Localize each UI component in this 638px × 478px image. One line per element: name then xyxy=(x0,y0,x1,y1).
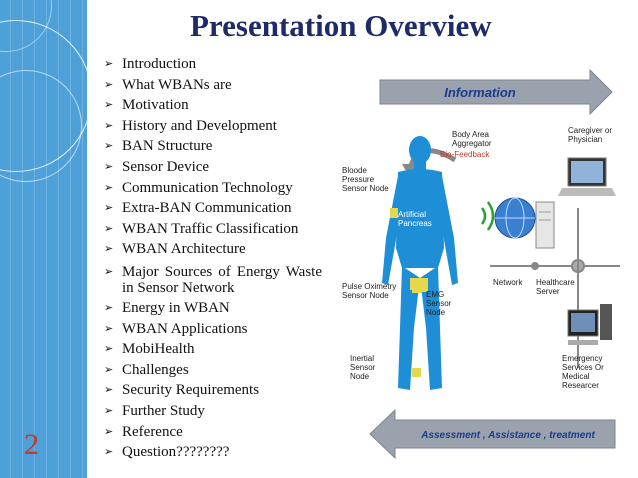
agenda-item: ➢ Challenges xyxy=(104,360,322,381)
arrow-bullet-icon: ➢ xyxy=(104,243,114,256)
arrow-bullet-icon: ➢ xyxy=(104,78,114,91)
wban-figure: Information Assessment , Assistance , tr… xyxy=(340,68,630,473)
wban-diagram: Information Assessment , Assistance , tr… xyxy=(369,68,620,460)
arrow-bullet-icon: ➢ xyxy=(104,363,114,376)
agenda-item-label: Challenges xyxy=(122,361,189,378)
network-globe-icon xyxy=(494,197,536,239)
arrow-bullet-icon: ➢ xyxy=(104,343,114,356)
agenda-item-label: Motivation xyxy=(122,97,189,114)
arrow-bullet-icon: ➢ xyxy=(104,181,114,194)
agenda-item: ➢ WBAN Applications xyxy=(104,319,322,340)
arrow-bullet-icon: ➢ xyxy=(104,404,114,417)
wireless-signal-icon xyxy=(480,201,495,231)
arrow-bullet-icon: ➢ xyxy=(104,99,114,112)
agenda-item-label: WBAN Architecture xyxy=(122,241,246,258)
label-pulse-oximetry: Pulse Oximetry Sensor Node xyxy=(342,282,397,300)
decorative-sidebar xyxy=(0,0,87,478)
arrow-bullet-icon: ➢ xyxy=(104,58,114,70)
agenda-item: ➢ Motivation xyxy=(104,95,322,116)
label-emergency: Emergency Services Or Medical Researcer xyxy=(562,354,604,390)
label-blood-pressure: Bloode Pressure Sensor Node xyxy=(342,166,389,193)
label-inertial: Inertial Sensor Node xyxy=(350,354,376,381)
agenda-item: ➢ Extra-BAN Communication xyxy=(104,198,322,219)
agenda-item-label: Introduction xyxy=(122,56,197,72)
agenda-item: ➢ WBAN Traffic Classification xyxy=(104,219,322,240)
human-body xyxy=(382,136,458,390)
agenda-item: ➢ MobiHealth xyxy=(104,339,322,360)
label-network: Network xyxy=(493,278,523,287)
agenda-item-label: History and Development xyxy=(122,117,277,134)
page-number: 2 xyxy=(24,428,39,461)
agenda-item-label: WBAN Traffic Classification xyxy=(122,220,299,237)
agenda-item: ➢ Further Study xyxy=(104,401,322,422)
agenda-item-label: Communication Technology xyxy=(122,179,293,196)
agenda-item: ➢ Reference xyxy=(104,422,322,443)
arrow-bullet-icon: ➢ xyxy=(104,265,114,278)
agenda-item-label: Major Sources of Energy Waste in Sensor … xyxy=(122,263,322,296)
agenda-item: ➢ Major Sources of Energy Waste in Sensor… xyxy=(104,264,322,296)
assessment-arrow-label: Assessment , Assistance , treatment xyxy=(420,430,595,441)
arrow-bullet-icon: ➢ xyxy=(104,160,114,173)
agenda-item: ➢ WBAN Architecture xyxy=(104,239,322,260)
information-arrow: Information xyxy=(379,68,613,116)
agenda-list: ➢Introduction➢What WBANs are➢Motivation➢… xyxy=(104,54,322,463)
arrow-bullet-icon: ➢ xyxy=(104,119,114,132)
label-emg: EMG Sensor Node xyxy=(426,290,452,317)
agenda-item-label: Security Requirements xyxy=(122,382,260,399)
agenda-item-label: Extra-BAN Communication xyxy=(122,200,292,217)
arrow-bullet-icon: ➢ xyxy=(104,446,114,459)
arrow-bullet-icon: ➢ xyxy=(104,301,114,314)
agenda-item-label: Reference xyxy=(122,423,183,440)
arrow-bullet-icon: ➢ xyxy=(104,222,114,235)
arrow-bullet-icon: ➢ xyxy=(104,202,114,215)
desktop-computer-icon xyxy=(567,304,612,345)
agenda-item: ➢ History and Development xyxy=(104,116,322,137)
agenda-item-label: Further Study xyxy=(122,402,205,419)
arrow-bullet-icon: ➢ xyxy=(104,140,114,153)
assessment-arrow: Assessment , Assistance , treatment xyxy=(369,408,616,460)
arrow-bullet-icon: ➢ xyxy=(104,322,114,335)
agenda-item-label: WBAN Applications xyxy=(122,320,248,337)
agenda-item: ➢ Sensor Device xyxy=(104,157,322,178)
arrow-bullet-icon: ➢ xyxy=(104,384,114,397)
label-healthcare-server: Healthcare Server xyxy=(536,278,575,296)
agenda-item-label: What WBANs are xyxy=(122,76,232,93)
laptop-icon xyxy=(558,157,616,196)
sensor-nodes xyxy=(390,208,428,377)
label-artificial-pancreas: Artificial Pancreas xyxy=(398,210,432,228)
agenda-item-label: Energy in WBAN xyxy=(122,299,230,316)
agenda-item: ➢ Energy in WBAN xyxy=(104,298,322,319)
agenda-item-label: Question???????? xyxy=(122,444,230,461)
server-icon xyxy=(535,201,555,249)
agenda-item: ➢ BAN Structure xyxy=(104,136,322,157)
label-body-area-aggregator: Body Area Aggregator xyxy=(452,130,492,148)
label-bio-feedback: Bio-Feedback xyxy=(440,150,490,159)
agenda-item: ➢ Security Requirements xyxy=(104,380,322,401)
slide-title: Presentation Overview xyxy=(190,8,492,43)
agenda-item: ➢ Communication Technology xyxy=(104,178,322,199)
agenda-item-label: Sensor Device xyxy=(122,158,210,175)
information-arrow-label: Information xyxy=(444,85,516,100)
arrow-bullet-icon: ➢ xyxy=(104,425,114,438)
agenda-item: ➢ What WBANs are xyxy=(104,75,322,96)
agenda-item-label: BAN Structure xyxy=(122,138,213,155)
agenda-item-label: MobiHealth xyxy=(122,341,195,358)
agenda-item: ➢ Question???????? xyxy=(104,442,322,463)
agenda-item: ➢ Introduction xyxy=(104,54,322,75)
label-caregiver: Caregiver or Physician xyxy=(568,126,613,144)
